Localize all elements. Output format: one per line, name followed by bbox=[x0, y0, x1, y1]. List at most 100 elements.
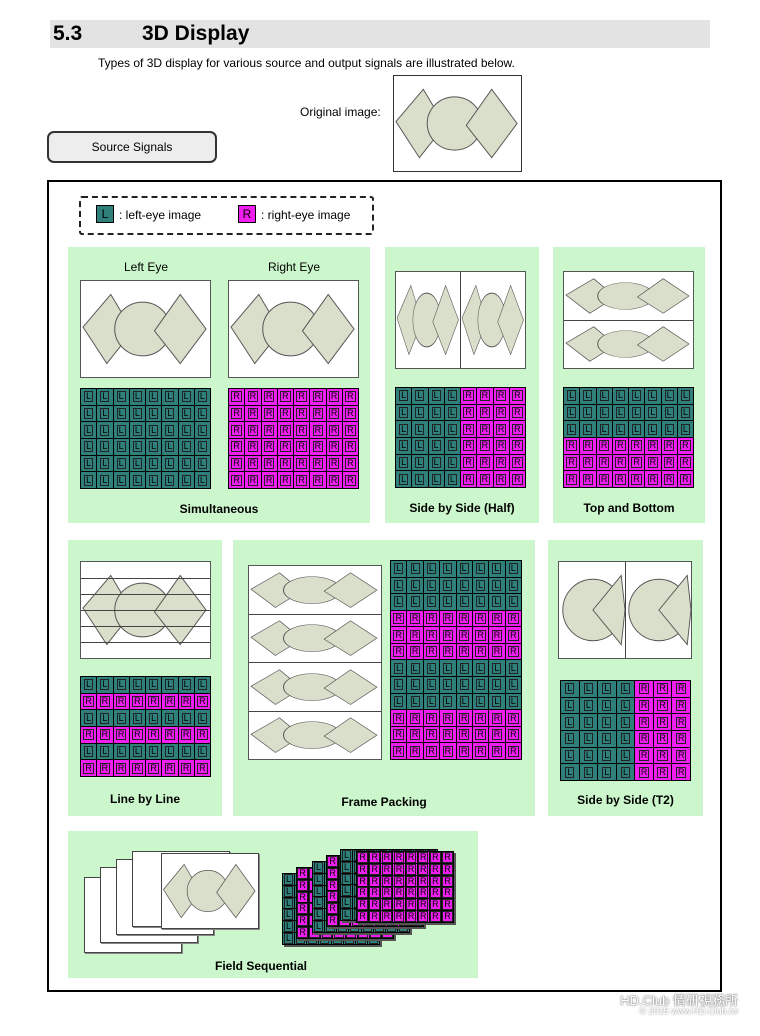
right-eye-cell: R bbox=[661, 438, 677, 454]
left-eye-cell: L bbox=[661, 388, 677, 404]
left-eye-cell: L bbox=[612, 421, 628, 437]
right-eye-cell: R bbox=[162, 760, 178, 776]
left-eye-cell: L bbox=[407, 660, 423, 677]
left-eye-cell: L bbox=[341, 861, 353, 873]
left-eye-cell: L bbox=[456, 577, 472, 594]
right-eye-cell: R bbox=[509, 388, 525, 404]
left-eye-cell: L bbox=[440, 660, 456, 677]
right-eye-cell: R bbox=[423, 710, 440, 726]
left-eye-cell: L bbox=[81, 472, 97, 488]
right-eye-cell: R bbox=[297, 915, 309, 927]
right-eye-cell: R bbox=[423, 643, 440, 660]
left-eye-cell: L bbox=[579, 697, 598, 714]
left-eye-cell: L bbox=[472, 577, 489, 594]
left-eye-cell: L bbox=[194, 743, 210, 760]
left-eye-cell: L bbox=[81, 677, 97, 693]
divider bbox=[460, 272, 461, 368]
right-eye-cell: R bbox=[564, 471, 580, 487]
left-eye-cell: L bbox=[423, 594, 440, 610]
left-eye-cell: L bbox=[412, 404, 428, 421]
legend-left-swatch: L bbox=[96, 205, 114, 223]
right-eye-cell: R bbox=[423, 610, 440, 627]
left-eye-cell: L bbox=[598, 764, 616, 780]
left-eye-cell: L bbox=[428, 438, 444, 454]
right-eye-cell: R bbox=[342, 405, 358, 422]
left-eye-cell: L bbox=[146, 472, 162, 488]
right-eye-cell: R bbox=[456, 710, 472, 726]
right-eye-cell: R bbox=[405, 863, 417, 875]
left-eye-cell: L bbox=[612, 404, 628, 421]
shape-illustration bbox=[250, 717, 378, 753]
right-eye-cell: R bbox=[429, 852, 441, 863]
right-eye-cell: R bbox=[310, 472, 326, 488]
right-eye-cell: R bbox=[440, 710, 456, 726]
right-eye-cell: R bbox=[629, 438, 645, 454]
original-image bbox=[393, 75, 522, 172]
right-eye-cell: R bbox=[629, 471, 645, 487]
right-eye-cell: R bbox=[326, 405, 342, 422]
right-eye-cell: R bbox=[326, 422, 342, 438]
right-eye-cell: R bbox=[277, 422, 293, 438]
right-eye-cell: R bbox=[472, 643, 489, 660]
right-eye-cell: R bbox=[245, 472, 261, 488]
right-eye-cell: R bbox=[672, 714, 690, 730]
panel-title: Side by Side (Half) bbox=[409, 501, 515, 515]
left-eye-image bbox=[80, 280, 211, 378]
right-eye-cell: R bbox=[564, 454, 580, 471]
left-eye-cell: L bbox=[97, 439, 113, 455]
right-eye-cell: R bbox=[645, 454, 661, 471]
left-eye-cell: L bbox=[645, 388, 661, 404]
left-eye-cell: L bbox=[396, 404, 412, 421]
right-eye-cell: R bbox=[456, 726, 472, 743]
right-eye-cell: R bbox=[310, 422, 326, 438]
divider bbox=[249, 711, 381, 712]
left-eye-cell: L bbox=[162, 439, 178, 455]
right-eye-cell: R bbox=[429, 899, 441, 911]
right-eye-cell: R bbox=[407, 643, 423, 660]
left-eye-cell: L bbox=[391, 577, 407, 594]
right-eye-cell: R bbox=[310, 389, 326, 405]
left-eye-cell: L bbox=[505, 594, 521, 610]
right-eye-cell: R bbox=[653, 731, 672, 747]
right-eye-cell: R bbox=[677, 471, 693, 487]
right-eye-cell: R bbox=[461, 438, 477, 454]
left-eye-cell: L bbox=[428, 388, 444, 404]
right-eye-cell: R bbox=[393, 852, 405, 863]
right-eye-cell: R bbox=[194, 727, 210, 743]
divider bbox=[249, 614, 381, 615]
top-and-bottom-image bbox=[563, 271, 694, 369]
stacked-frame-front bbox=[161, 853, 259, 929]
left-eye-cell: L bbox=[113, 455, 129, 472]
right-eye-cell: R bbox=[326, 439, 342, 455]
right-eye-cell: R bbox=[417, 863, 429, 875]
left-eye-cell: L bbox=[677, 388, 693, 404]
right-eye-cell: R bbox=[429, 911, 441, 922]
right-eye-cell: R bbox=[294, 389, 310, 405]
left-eye-cell: L bbox=[396, 454, 412, 471]
right-eye-cell: R bbox=[596, 438, 612, 454]
panel-title: Field Sequential bbox=[215, 959, 308, 973]
panel-title: Top and Bottom bbox=[583, 501, 675, 515]
left-eye-cell: L bbox=[412, 421, 428, 437]
left-eye-cell: L bbox=[456, 561, 472, 577]
left-eye-cell: L bbox=[472, 677, 489, 693]
right-eye-cell: R bbox=[277, 472, 293, 488]
right-eye-cell: R bbox=[327, 867, 339, 879]
right-eye-cell: R bbox=[653, 697, 672, 714]
left-eye-cell: L bbox=[412, 454, 428, 471]
left-eye-cell: L bbox=[407, 677, 423, 693]
panel-title: Side by Side (T2) bbox=[577, 793, 674, 807]
left-eye-cell: L bbox=[341, 873, 353, 885]
left-eye-cell: L bbox=[598, 714, 616, 730]
right-eye-cell: R bbox=[326, 472, 342, 488]
left-eye-cell: L bbox=[146, 405, 162, 422]
right-eye-cell: R bbox=[162, 727, 178, 743]
right-eye-cell: R bbox=[509, 404, 525, 421]
right-eye-cell: R bbox=[505, 643, 521, 660]
left-eye-cell: L bbox=[423, 660, 440, 677]
left-eye-cell: L bbox=[391, 677, 407, 693]
scan-line bbox=[81, 626, 210, 627]
